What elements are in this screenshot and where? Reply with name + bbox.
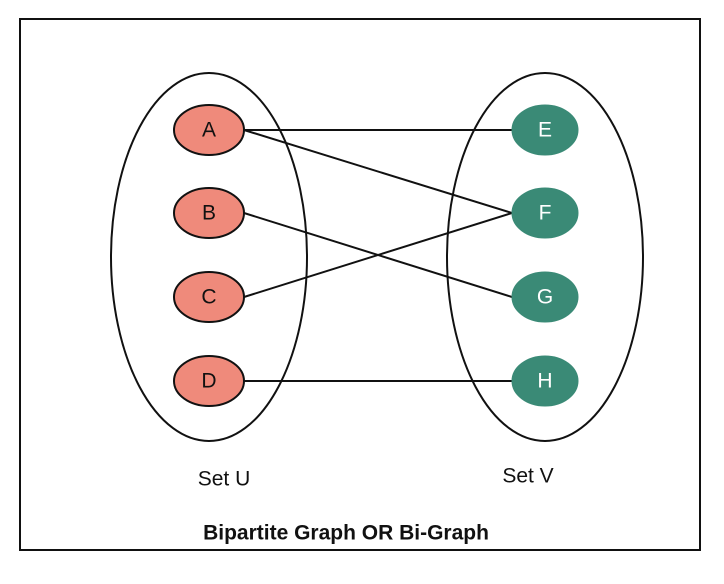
node-a: A [173,104,245,156]
node-g-label: G [537,286,553,309]
node-c: C [173,271,245,323]
node-f: F [511,187,579,239]
node-f-label: F [539,202,552,225]
edge-a-f [243,129,513,214]
set-v-ellipse [446,72,644,442]
diagram-caption: Bipartite Graph OR Bi-Graph [203,522,489,545]
node-d: D [173,355,245,407]
nodes-layer: A B C D E F G H [173,104,579,407]
node-g-shape [511,271,579,323]
node-f-shape [511,187,579,239]
edges-layer [243,129,513,382]
node-e: E [511,104,579,156]
set-v-label: Set V [502,465,553,488]
node-h-label: H [537,370,552,393]
node-g: G [511,271,579,323]
node-b: B [173,187,245,239]
node-b-label: B [202,202,216,225]
node-a-shape [173,104,245,156]
node-h: H [511,355,579,407]
node-a-label: A [202,119,216,142]
node-e-label: E [538,119,552,142]
edge-c-f [243,212,513,298]
node-e-shape [511,104,579,156]
node-d-shape [173,355,245,407]
node-h-shape [511,355,579,407]
set-u-ellipse [110,72,308,442]
set-u-label: Set U [198,468,251,491]
node-c-label: C [201,286,216,309]
node-d-label: D [201,370,216,393]
node-b-shape [173,187,245,239]
node-c-shape [173,271,245,323]
diagram-frame [19,18,701,551]
